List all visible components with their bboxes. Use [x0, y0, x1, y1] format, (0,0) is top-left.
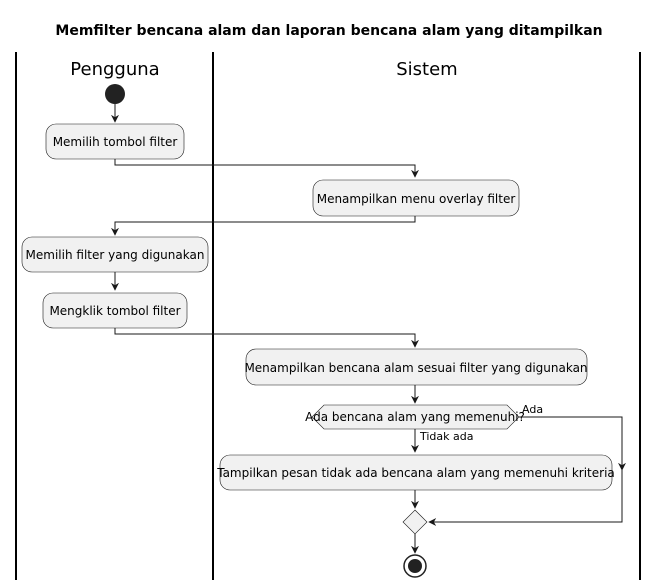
- lane-title-system: Sistem: [396, 59, 457, 80]
- lane-title-user: Pengguna: [70, 59, 159, 80]
- decision-yes-label: Ada: [522, 403, 543, 416]
- activity-label: Mengklik tombol filter: [49, 304, 180, 318]
- edge-a1-a2: [114, 159, 419, 178]
- end-node: [403, 554, 427, 578]
- activity-label: Menampilkan menu overlay filter: [317, 192, 516, 206]
- decision-question: Ada bencana alam yang memenuhi?: [305, 410, 525, 424]
- merge-node: [402, 509, 428, 535]
- activity-label: Menampilkan bencana alam sesuai filter y…: [244, 361, 587, 375]
- edge-a2-a3: [111, 216, 416, 236]
- activity-label: Tampilkan pesan tidak ada bencana alam y…: [216, 466, 615, 480]
- start-node: [105, 84, 125, 104]
- decision-no-label: Tidak ada: [419, 430, 474, 443]
- activity-label: Memilih filter yang digunakan: [26, 248, 205, 262]
- activity-show-filtered-disasters: [245, 348, 588, 386]
- edge-a4-a5: [114, 328, 419, 348]
- diagram-title: Memfilter bencana alam dan laporan benca…: [55, 23, 602, 39]
- activity-show-no-result-message: [219, 454, 613, 491]
- activity-show-filter-overlay: [312, 179, 520, 217]
- edge-yes-merge: [428, 470, 623, 526]
- edge-decision-yes: [519, 416, 626, 471]
- activity-label: Memilih tombol filter: [53, 135, 178, 149]
